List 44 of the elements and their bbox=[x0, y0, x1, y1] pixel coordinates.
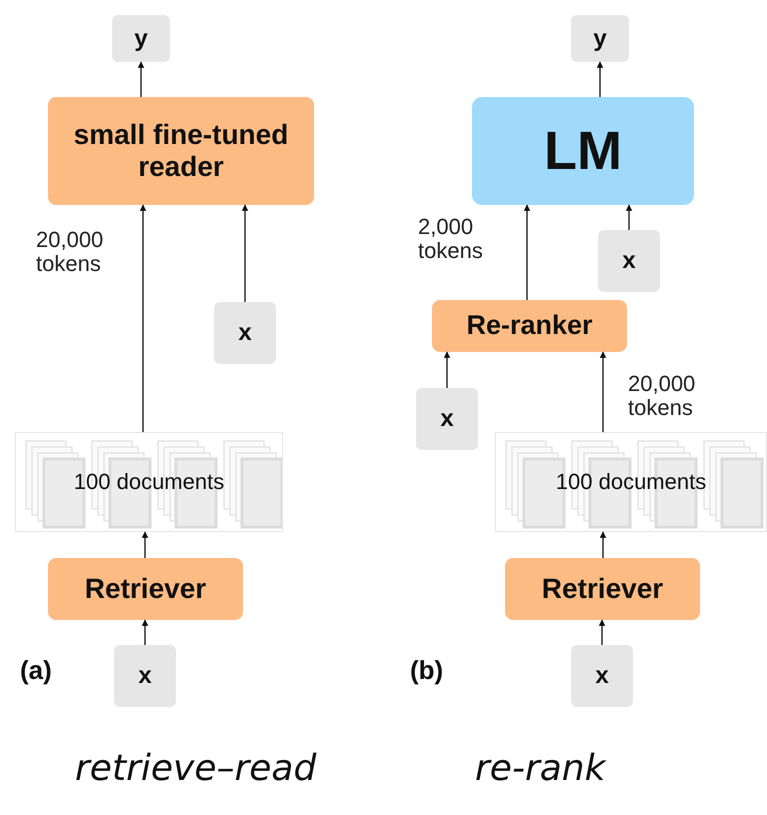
node-label: x bbox=[440, 405, 454, 433]
arrow bbox=[600, 531, 606, 558]
module-box bbox=[48, 97, 314, 205]
arrow bbox=[140, 204, 146, 432]
module-box bbox=[48, 558, 243, 620]
panel-label: (a) bbox=[20, 655, 52, 686]
input-output-box bbox=[571, 645, 633, 707]
arrow bbox=[142, 531, 148, 558]
input-output-box bbox=[214, 302, 276, 364]
node-label: x bbox=[622, 247, 636, 275]
node-label: y bbox=[134, 24, 148, 52]
arrow bbox=[524, 204, 530, 300]
input-output-box bbox=[598, 230, 660, 292]
document-stack-box bbox=[495, 432, 767, 532]
node-label: x bbox=[138, 662, 152, 690]
arrow bbox=[626, 204, 632, 230]
node-label: Retriever bbox=[542, 572, 664, 606]
caption: retrieve–read bbox=[75, 748, 316, 789]
input-output-box bbox=[416, 388, 478, 450]
arrow bbox=[600, 351, 606, 432]
arrow bbox=[598, 619, 606, 645]
module-box bbox=[432, 300, 627, 352]
node-label: x bbox=[238, 319, 252, 347]
node-label: y bbox=[593, 24, 607, 52]
panel-label: (b) bbox=[410, 655, 444, 686]
document-count-text: 100 documents bbox=[74, 469, 224, 495]
node-label: small fine-tuned reader bbox=[72, 118, 290, 184]
arrow bbox=[242, 204, 248, 302]
node-label: Retriever bbox=[84, 572, 206, 606]
arrow bbox=[444, 351, 450, 388]
arrow bbox=[142, 619, 148, 645]
document-stack-box bbox=[15, 432, 283, 532]
document-count-text: 100 documents bbox=[556, 469, 706, 495]
caption: re-rank bbox=[475, 748, 606, 789]
module-box bbox=[505, 558, 700, 620]
node-label: Re-ranker bbox=[466, 310, 593, 342]
input-output-box bbox=[112, 15, 170, 62]
input-output-box bbox=[114, 645, 176, 707]
arrow bbox=[596, 61, 604, 97]
input-output-box bbox=[571, 15, 629, 62]
model-box bbox=[472, 97, 694, 205]
arrow bbox=[138, 61, 144, 97]
node-label: LM bbox=[544, 120, 622, 182]
node-label: x bbox=[595, 662, 609, 690]
